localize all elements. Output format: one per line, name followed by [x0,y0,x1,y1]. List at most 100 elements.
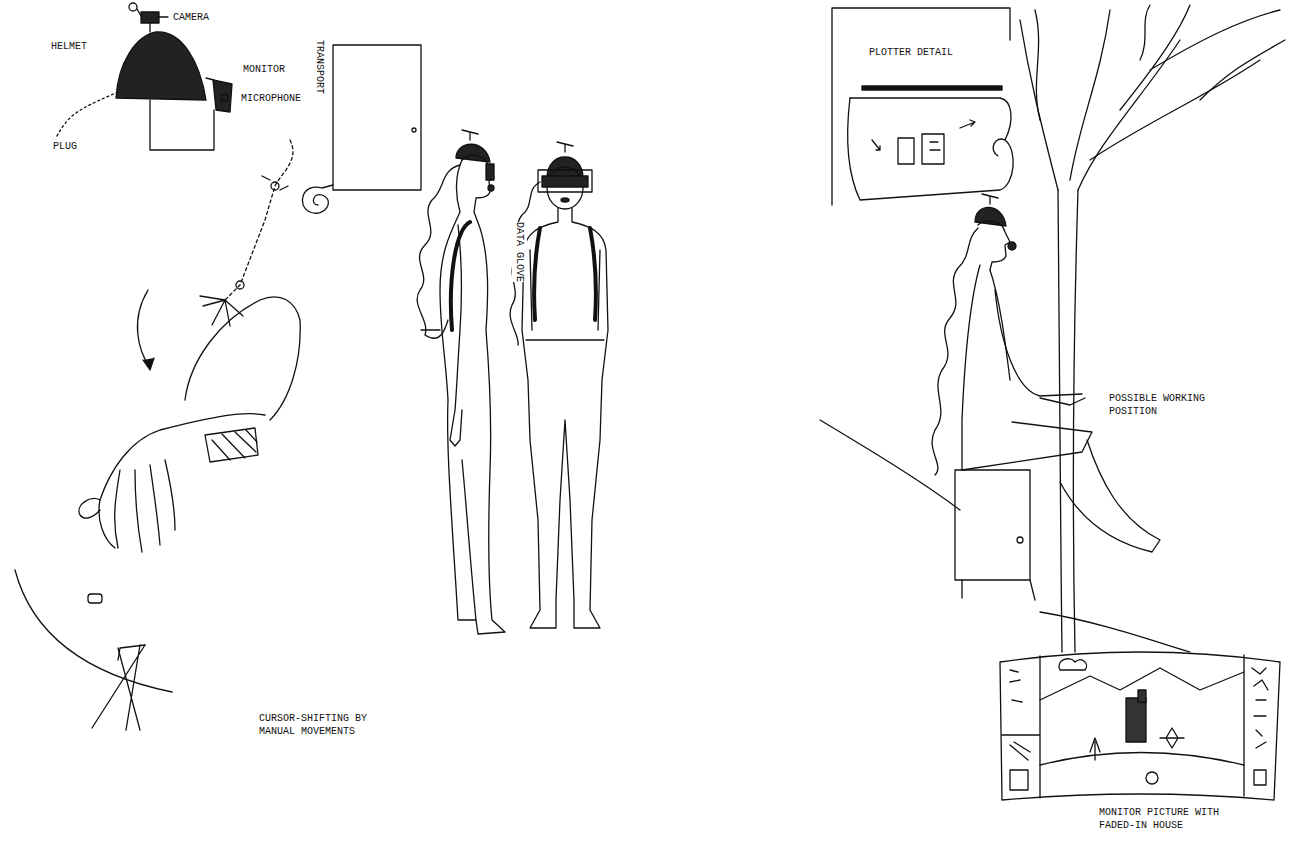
front-figure [510,142,608,628]
sitting-figure-stroke [978,221,1010,270]
caption-note: POSSIBLE WORKING POSITION [1108,392,1220,418]
sitting-figure-stroke [962,580,1035,600]
helmet-detail [56,3,232,150]
hand-sketch-stroke [115,460,175,552]
front-figure-stroke [547,167,583,209]
front-figure-stroke [522,208,608,628]
monitor-picture-stroke [1000,652,1280,800]
part-label: HELMET [50,40,88,53]
sitting-figure-stroke [1040,398,1085,405]
sitting-figure-stroke [995,290,1082,396]
side-figure-stroke [488,185,494,191]
sitting-figure-stroke [962,422,1092,470]
transport-backpack-stroke [333,45,421,190]
monitor-picture-stroke [1010,742,1030,790]
vertical-label: TRANSPORT [312,40,327,94]
caption-note: MONITOR PICTURE WITH FADED-IN HOUSE [1098,806,1232,832]
front-figure-stroke [542,176,588,187]
part-label: PLUG [52,140,78,153]
hand-sketch-stroke [262,176,288,190]
hand-sketch-stroke [236,281,244,289]
hand-sketch-stroke [99,414,265,548]
sitting-figure-stroke [982,194,998,204]
helmet-detail-stroke [213,80,232,112]
sitting-figure-stroke [955,470,1030,580]
plotter-detail-stroke [922,134,944,164]
hand-sketch-stroke [137,290,150,368]
hand-sketch-stroke [15,570,172,692]
front-figure-stroke [526,339,604,340]
sitting-figure-stroke [1008,242,1016,250]
hand-sketch-stroke [79,499,100,518]
monitor-picture-stroke [1146,772,1158,784]
transport-backpack-stroke [412,128,416,132]
tree-stroke [1090,5,1280,160]
helmet-detail-stroke [129,3,137,11]
helmet-detail-stroke [159,16,168,17]
front-figure-stroke [561,198,569,202]
monitor-picture-stroke [1126,698,1146,742]
sitting-figure-stroke [1017,537,1023,543]
tree [1020,5,1285,652]
side-figure-stroke [440,160,476,620]
monitor-picture-stroke [1059,659,1087,670]
plotter-detail-stroke [862,86,1002,90]
helmet-detail-stroke [150,100,214,150]
monitor-picture-stroke [1010,670,1022,702]
hand-sketch-stroke [200,296,243,326]
tree-stroke [1035,5,1285,120]
hand-sketch-stroke [92,645,145,730]
tree-stroke [1020,10,1180,190]
front-figure-stroke [557,142,573,152]
hand-sketch-stroke [212,430,257,460]
hand-sketch-stroke [88,594,102,603]
sitting-figure-stroke [962,265,980,470]
hand-sketch-stroke [118,645,145,660]
helmet-detail-stroke [141,12,159,23]
side-figure [417,130,505,634]
sitting-figure-stroke [932,228,978,475]
sitting-figure-stroke [1060,440,1160,552]
monitor-picture-stroke [1002,655,1244,798]
front-figure-stroke [534,228,596,320]
plotter-detail-stroke [898,138,914,164]
monitor-picture-stroke [1160,728,1184,748]
hand-sketch-stroke [225,140,293,300]
plotter-detail-stroke [832,8,1010,205]
helmet-detail-stroke [222,95,228,101]
plotter-detail-stroke [848,98,1014,200]
plotter-detail-stroke [930,142,940,150]
front-figure-stroke [530,250,600,330]
hand-sketch-stroke [271,182,279,190]
side-figure-stroke [451,222,470,330]
tree-stroke [1058,190,1078,652]
helmet-detail-stroke [149,23,150,32]
helmet-detail-stroke [116,32,206,100]
sitting-figure [820,194,1190,652]
part-label: CAMERA [172,11,210,24]
plotter-detail-stroke [960,120,975,128]
vertical-label: DATA GLOVE [512,222,527,282]
side-figure-stroke [462,130,478,140]
side-figure-stroke [421,329,440,330]
monitor-picture [1000,652,1280,800]
sitting-figure-stroke [820,420,1190,652]
monitor-picture-stroke [1090,738,1100,760]
part-label: MONITOR [242,63,286,76]
plotter-detail [832,8,1013,205]
front-figure-stroke [538,170,592,192]
caption-note: CURSOR-SHIFTING BY MANUAL MOVEMENTS [258,712,382,738]
monitor-picture-stroke [1252,668,1268,785]
hand-sketch [15,140,300,730]
hand-sketch-stroke [205,428,258,462]
hand-sketch-stroke [143,358,154,370]
monitor-picture-stroke [1040,753,1244,766]
plotter-detail-stroke [872,140,880,150]
part-label: MICROPHONE [240,92,302,105]
hand-sketch-stroke [185,297,300,420]
side-figure-stroke [486,164,494,180]
detail-heading: PLOTTER DETAIL [868,46,954,59]
side-figure-stroke [462,155,505,634]
